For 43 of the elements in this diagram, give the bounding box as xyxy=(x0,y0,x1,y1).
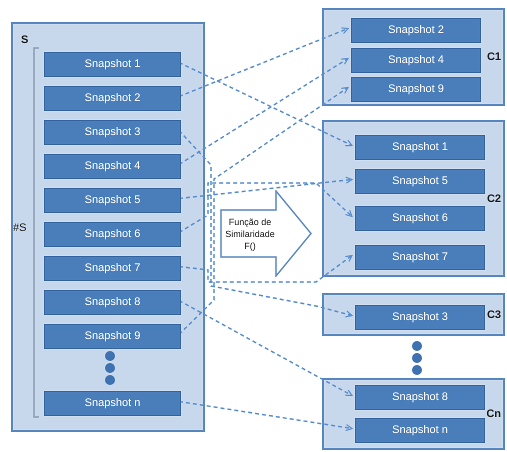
snapshot-set-panel xyxy=(11,22,205,432)
dashed-arrow xyxy=(178,300,353,396)
cluster-label: C2 xyxy=(486,191,501,206)
set-size-label: #S xyxy=(13,221,26,236)
function-label: Função de Similaridade F() xyxy=(224,216,276,252)
snapshot-box: Snapshot 4 xyxy=(44,154,181,179)
dashed-arrow xyxy=(178,58,349,166)
dashed-arrow xyxy=(178,176,353,200)
cluster-panel xyxy=(322,120,505,277)
dashed-arrow xyxy=(178,400,353,432)
dashed-arrow xyxy=(178,254,353,283)
snapshot-box: Snapshot 1 xyxy=(44,52,181,77)
snapshot-box: Snapshot 5 xyxy=(355,169,485,194)
dashed-arrow xyxy=(178,130,353,318)
snapshot-box: Snapshot 2 xyxy=(44,86,181,111)
cluster-panel xyxy=(322,293,505,336)
cluster-label: Cn xyxy=(486,406,501,422)
snapshot-box: Snapshot 5 xyxy=(44,188,181,213)
cluster-panel xyxy=(322,8,505,106)
snapshot-box: Snapshot 8 xyxy=(355,385,485,410)
snapshot-box: Snapshot n xyxy=(355,418,485,443)
snapshot-box: Snapshot 9 xyxy=(351,77,481,102)
dashed-arrow xyxy=(178,27,349,98)
snapshot-box: Snapshot 8 xyxy=(44,290,181,315)
snapshot-box: Snapshot 7 xyxy=(44,256,181,281)
dashed-arrow xyxy=(178,86,349,336)
snapshot-box: Snapshot 6 xyxy=(44,222,181,247)
snapshot-box: Snapshot 6 xyxy=(355,206,485,231)
snapshot-box: Snapshot 9 xyxy=(44,324,181,349)
dashed-arrow xyxy=(178,62,353,146)
dashed-arrow xyxy=(178,182,353,234)
snapshot-box: Snapshot 1 xyxy=(355,135,485,160)
snapshot-box: Snapshot 3 xyxy=(44,120,181,145)
snapshot-box: Snapshot 3 xyxy=(355,305,485,330)
snapshot-box: Snapshot 7 xyxy=(355,245,485,270)
similarity-function-arrow xyxy=(220,190,312,277)
cluster-label: C3 xyxy=(486,307,501,322)
snapshot-box: Snapshot 4 xyxy=(351,48,481,73)
snapshot-box: Snapshot n xyxy=(44,391,181,416)
snapshot-box: Snapshot 2 xyxy=(351,18,481,43)
set-heading: S xyxy=(21,33,28,48)
cluster-label: C1 xyxy=(486,50,501,65)
cluster-panel xyxy=(322,378,505,450)
